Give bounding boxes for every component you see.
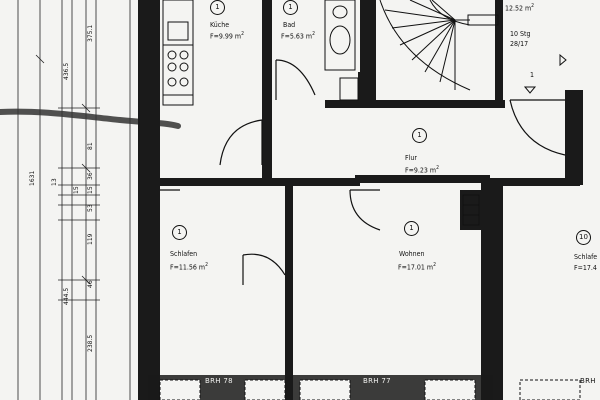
brh-label-3: BRH [580, 377, 596, 385]
room-area-schlafen-right: F=17.4 [574, 264, 597, 272]
room-number-bad: 1 [283, 0, 298, 15]
stair-number: 1 [530, 71, 535, 79]
stair-steps-label: 10 Stg [510, 30, 531, 38]
dimension-text: 15 [73, 186, 80, 194]
room-number-schlafen: 1 [172, 225, 187, 240]
scribble-mark [0, 108, 181, 129]
dimension-lines [17, 0, 131, 400]
dimension-text: 436.5 [63, 62, 70, 80]
room-area-flur: F=9.23 m2 [405, 165, 439, 175]
dimension-text: 13 [51, 178, 58, 186]
room-number-wohnen: 1 [404, 221, 419, 236]
dimension-text: 36 [87, 172, 94, 180]
room-number-flur: 1 [412, 128, 427, 143]
room-number-kueche: 1 [210, 0, 225, 15]
room-area-schlafen: F=11.56 m2 [170, 262, 208, 272]
brh-label-2: BRH 77 [363, 377, 391, 385]
stair-ratio-label: 28/17 [510, 40, 529, 48]
dimension-text: 1631 [29, 170, 36, 186]
room-area-wohnen: F=17.01 m2 [398, 262, 436, 272]
windows-bottom [159, 379, 581, 400]
dimension-text: 444.5 [63, 287, 70, 305]
dimension-text: 15 [87, 186, 94, 194]
walls [138, 0, 583, 400]
room-area-bad: F=5.63 m2 [281, 31, 315, 41]
dimension-text: 119 [87, 233, 94, 245]
doors [160, 59, 566, 285]
dimension-text: 238.5 [87, 334, 94, 352]
staircase [379, 0, 567, 94]
dimension-text: 375.1 [87, 24, 94, 42]
dimension-text: 81 [87, 142, 94, 150]
stair-area: 12.52 m2 [505, 3, 535, 13]
brh-label-1: BRH 78 [205, 377, 233, 385]
kitchen-counter [162, 0, 194, 106]
room-name-flur: Flur [405, 154, 417, 162]
dimension-text: 53 [87, 204, 94, 212]
room-name-schlafen: Schlafen [170, 250, 198, 258]
room-name-bad: Bad [283, 21, 296, 29]
dimension-text: 46 [87, 280, 94, 288]
bathroom-fixtures [324, 0, 359, 101]
room-name-kueche: Küche [210, 21, 230, 29]
room-name-wohnen: Wohnen [399, 250, 425, 258]
room-name-schlafen-right: Schlafe [574, 253, 598, 261]
room-area-kueche: F=9.99 m2 [210, 31, 244, 41]
room-number-schlafen-right: 10 [576, 230, 591, 245]
niche-hatch [462, 194, 480, 226]
